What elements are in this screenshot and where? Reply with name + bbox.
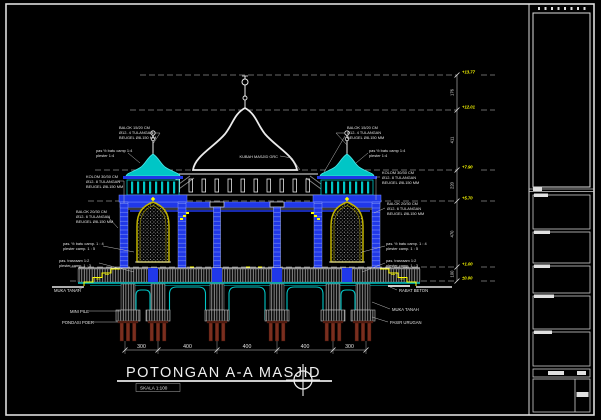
annotation-paswall-left: pas. ½ batu camp. 1 : 4 xyxy=(63,241,104,246)
elevation-label: ±0.00 xyxy=(462,276,473,281)
ground-lines xyxy=(52,285,452,288)
annotation-kolom-right: KOLOM 30/30 CM xyxy=(382,170,414,175)
annotation-balok-mid-right: BALOK 20/30 CM xyxy=(387,201,418,206)
annotation-balok-top-left: BALOK 15/20 CM xyxy=(119,125,150,130)
right-tower-window xyxy=(330,201,364,263)
dim-right-470: 470 xyxy=(450,230,455,238)
annotation-pasbatu-right: pas ½ batu camp 1:4 xyxy=(369,148,406,153)
annotations-left: BALOK 15/20 CM Ø12- 4 TULANGAN BEUGEL Ø8… xyxy=(54,125,161,325)
dim-right-220: 220 xyxy=(450,181,455,189)
finial-crescent xyxy=(241,78,249,86)
annotation-line: BEUGEL Ø8-150 MM xyxy=(86,184,123,189)
foundations xyxy=(115,283,376,342)
scale-label: SKALA 1:100 xyxy=(140,386,168,391)
sheet-border xyxy=(5,3,595,416)
title-area: POTONGAN A-A MASJID SKALA 1:100 xyxy=(117,364,332,396)
annotation-line: plester 1:4 xyxy=(96,153,115,158)
north-crosshair-symbol xyxy=(286,364,320,396)
annotation-kolom-left: KOLOM 30/30 CM xyxy=(86,174,118,179)
annotation-trasraam-left: pas. trasraam 1:2 xyxy=(59,258,89,263)
elevation-markers: +13.77 +12.01 +7.90 +5.70 +1.00 ±0.00 xyxy=(462,70,476,281)
elevation-label: +1.00 xyxy=(462,262,473,267)
label-pasir-urugan: PASIR URUGAN xyxy=(390,320,422,325)
title-block xyxy=(529,7,594,413)
foundation-arches xyxy=(135,286,356,320)
annotation-line: plester 1:4 xyxy=(369,153,388,158)
dim-bottom-400: 400 xyxy=(301,344,310,350)
annotation-line: plester camp. 1 : 3 xyxy=(59,263,91,268)
label-mini-pile: MINI PILE xyxy=(70,309,89,314)
label-rabat-beton: RABAT BETON xyxy=(399,288,428,293)
drawing-title: POTONGAN A-A MASJID xyxy=(126,365,321,381)
dim-right-100: 100 xyxy=(450,270,455,278)
annotation-balok-top-right: BALOK 15/20 CM xyxy=(347,125,378,130)
annotation-line: BEUGEL Ø8-150 MM xyxy=(76,219,113,224)
mini-piles xyxy=(117,320,374,342)
entry-steps xyxy=(83,268,417,286)
main-dome xyxy=(191,75,299,171)
label-muka-tanah-right: MUKA TANAH xyxy=(392,307,419,312)
floor-slab xyxy=(77,267,421,286)
annotation-trasraam-right: pas. trasraam 1:2 xyxy=(386,258,416,263)
right-minaret xyxy=(312,130,382,269)
annotations-right: BALOK 15/20 CM Ø12- 4 TULANGAN BEUGEL Ø8… xyxy=(323,125,428,325)
annotation-line: plester camp. 1 : 3 xyxy=(386,263,418,268)
annotation-line: BEUGEL Ø8-150 MM xyxy=(347,135,384,140)
annotation-line: Ø12- 8 TULANGAN xyxy=(382,175,416,180)
elevation-label: +5.70 xyxy=(462,196,473,201)
dim-bottom-300: 300 xyxy=(137,344,146,350)
left-tower-dome xyxy=(125,153,181,177)
rabat-beton-slab xyxy=(388,285,410,287)
annotation-line: Ø12- 4 TULANGAN xyxy=(119,130,153,135)
parapet xyxy=(172,173,318,193)
label-muka-tanah-left: MUKA TANAH xyxy=(54,288,81,293)
interior-columns xyxy=(209,201,285,269)
annotation-line: Ø12- 6 TULANGAN xyxy=(387,206,421,211)
right-dimension-chain: 176 411 220 470 100 +13.77 +12.01 +7.90 … xyxy=(450,70,476,284)
annotation-line: Ø12- 6 TULANGAN xyxy=(76,214,110,219)
title-block-tick-strip xyxy=(538,7,586,10)
label-pondasi-poer: PONDASI POER xyxy=(62,320,94,325)
dim-bottom-400: 400 xyxy=(183,344,192,350)
annotation-line: BEUGEL Ø8-150 MM xyxy=(387,211,424,216)
pier-group xyxy=(115,283,376,322)
elevation-label: +12.01 xyxy=(462,105,476,110)
left-minaret xyxy=(118,130,188,269)
left-tower-window xyxy=(136,201,170,263)
elevation-label: +7.90 xyxy=(462,165,473,170)
dim-right-411: 411 xyxy=(450,136,455,143)
annotation-line: BEUGEL Ø8-150 MM xyxy=(119,135,156,140)
annotation-balok-mid-left: BALOK 20/30 CM xyxy=(76,209,107,214)
label-kubah-masjid: KUBAH MASJID GRC xyxy=(240,154,279,159)
elevation-label: +13.77 xyxy=(462,70,476,75)
annotation-line: BEUGEL Ø8-150 MM xyxy=(382,180,419,185)
annotation-paswall-right: pas. ½ batu camp. 1 : 4 xyxy=(386,241,427,246)
dome-annotation: KUBAH MASJID GRC xyxy=(240,154,301,171)
corbel-ornaments xyxy=(180,212,320,268)
dim-right-176: 176 xyxy=(450,88,455,96)
finial-ball xyxy=(242,95,248,101)
annotation-line: Ø12- 4 TULANGAN xyxy=(347,130,381,135)
annotation-pasbatu-left: pas ½ batu camp 1:4 xyxy=(96,148,133,153)
bottom-dimension-chain: 300 400 400 400 300 xyxy=(122,341,369,354)
dim-bottom-400: 400 xyxy=(243,344,252,350)
dim-bottom-300: 300 xyxy=(345,344,354,350)
annotation-line: Ø12- 8 TULANGAN xyxy=(86,179,120,184)
annotation-line: plester camp. 1 : 5 xyxy=(386,246,418,251)
annotation-line: plester camp. 1 : 5 xyxy=(63,246,95,251)
